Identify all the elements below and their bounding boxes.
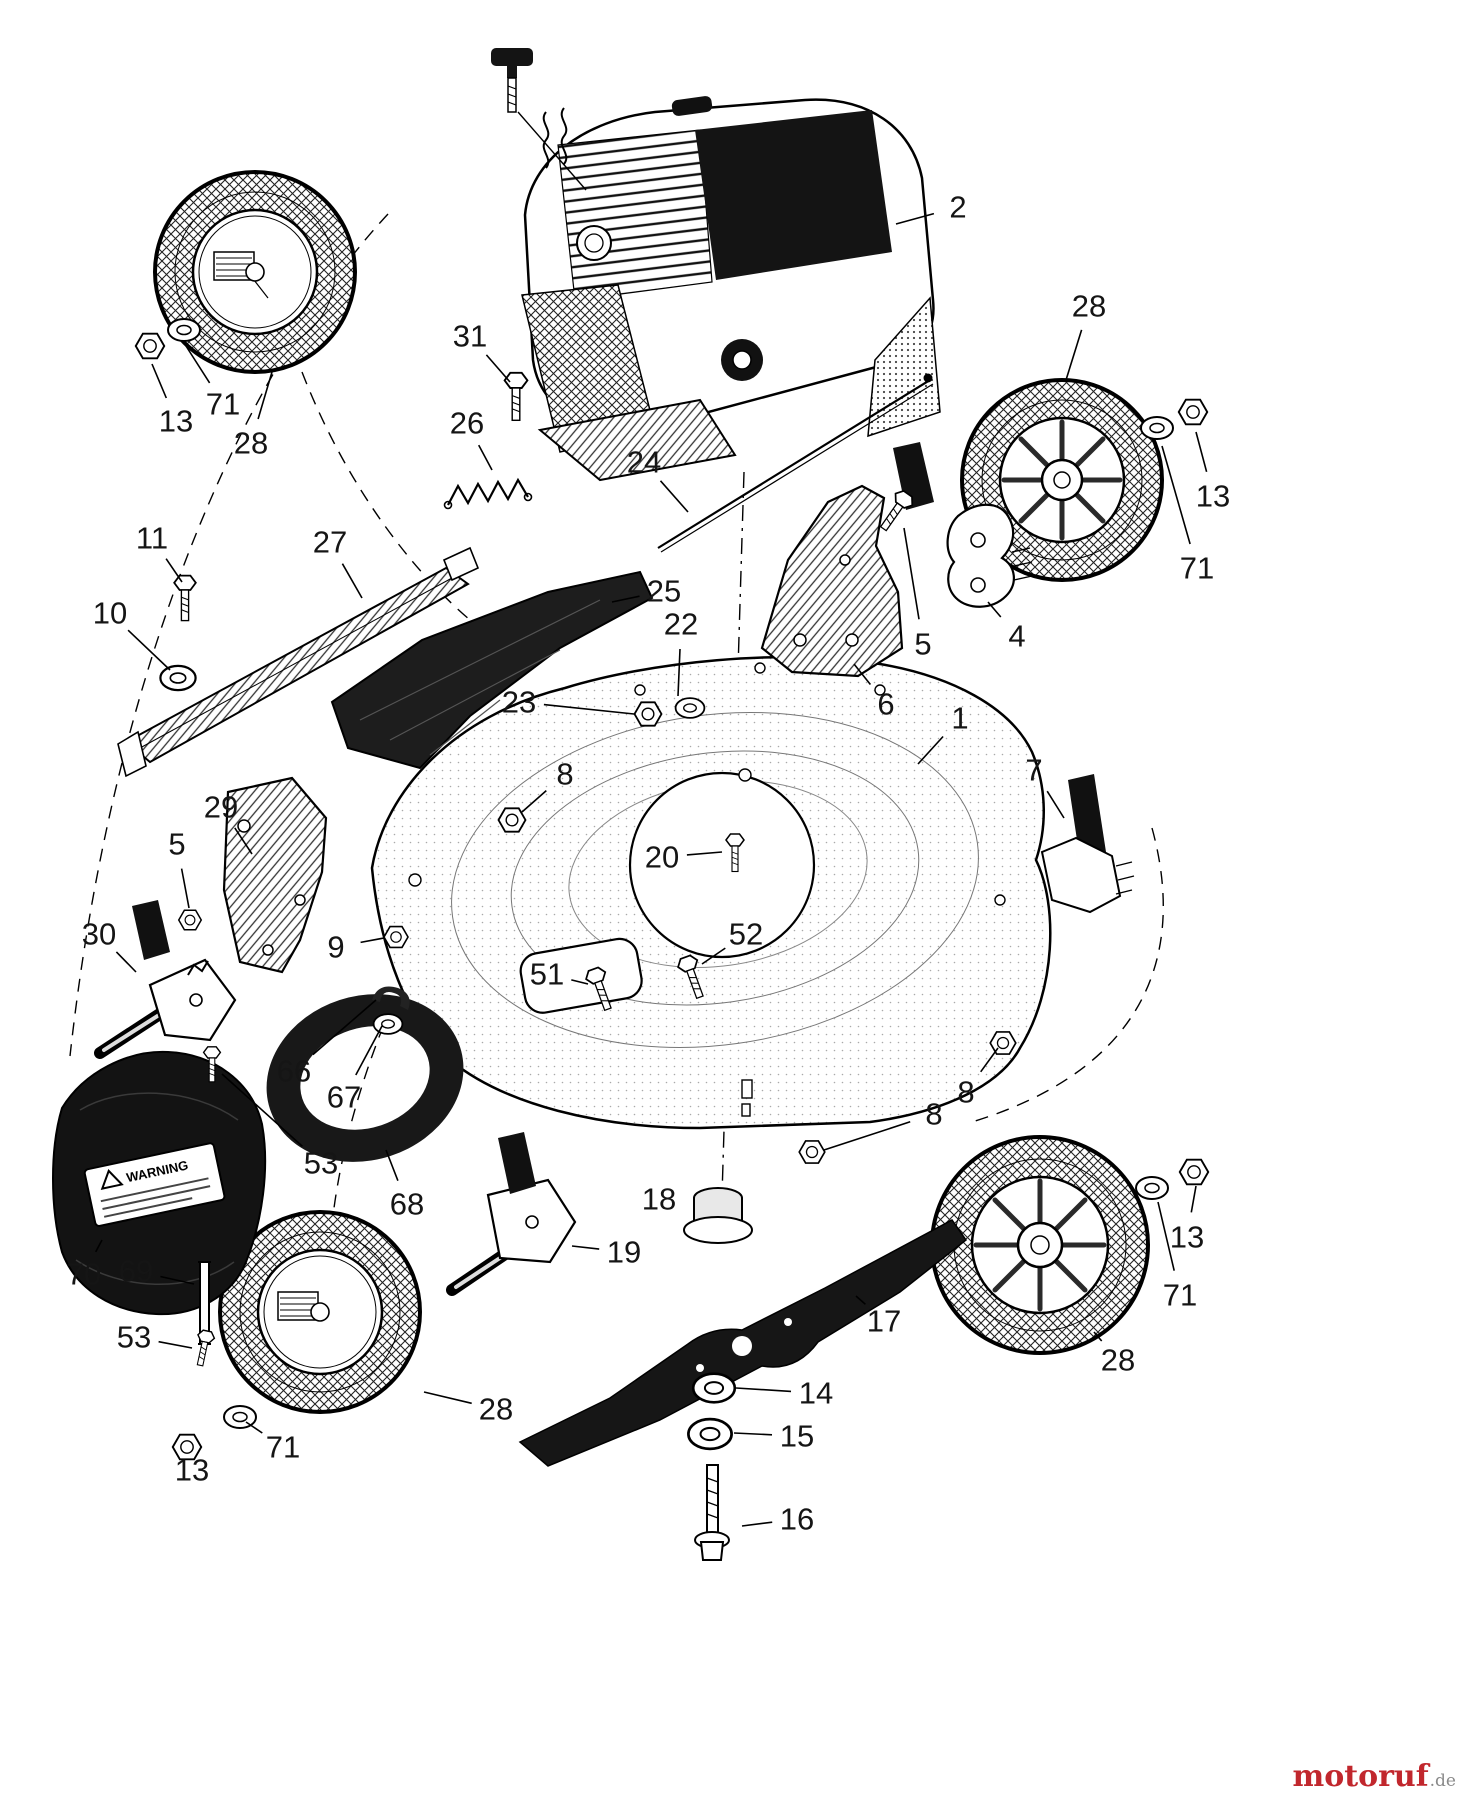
adjuster-bracket bbox=[946, 503, 1033, 608]
leader-line-27 bbox=[341, 563, 363, 599]
leader-line-70 bbox=[94, 1239, 103, 1253]
spring bbox=[443, 477, 533, 510]
leader-line-20 bbox=[686, 851, 723, 856]
leader-line-22 bbox=[677, 648, 681, 697]
mower-deck bbox=[370, 655, 1052, 1130]
leader-line-2 bbox=[895, 212, 935, 225]
warning-label: WARNING bbox=[83, 1142, 226, 1227]
wheel-rear-left bbox=[218, 1210, 422, 1414]
leader-line-53 bbox=[158, 1340, 193, 1349]
leader-line-71 bbox=[1161, 445, 1191, 545]
leader-line-69 bbox=[160, 1275, 195, 1285]
leader-line-53 bbox=[221, 1073, 303, 1147]
leader-line-28 bbox=[1065, 329, 1083, 381]
leader-line-1 bbox=[917, 735, 944, 765]
leader-line-66 bbox=[312, 999, 377, 1056]
leader-line-17 bbox=[855, 1295, 866, 1305]
leader-line-28 bbox=[1093, 1331, 1103, 1342]
leader-line-11 bbox=[165, 558, 183, 583]
leader-line-5 bbox=[903, 527, 920, 620]
leader-line-31 bbox=[485, 354, 511, 383]
height-adjuster-center bbox=[446, 1132, 577, 1296]
leader-line-29 bbox=[234, 827, 253, 855]
leader-line-6 bbox=[853, 663, 872, 685]
side-rail bbox=[117, 546, 480, 778]
control-rod bbox=[657, 373, 934, 553]
leader-line-28 bbox=[257, 371, 273, 420]
leader-line-25 bbox=[611, 595, 640, 603]
lock-clip bbox=[372, 986, 410, 1010]
belt-ring bbox=[266, 994, 464, 1162]
leader-line-13 bbox=[151, 363, 168, 399]
engine-illustration bbox=[491, 48, 941, 482]
leader-line-28 bbox=[423, 1391, 472, 1405]
leader-line-15 bbox=[733, 1432, 773, 1436]
blade-adapter bbox=[683, 1187, 753, 1244]
leader-line-10 bbox=[127, 629, 171, 671]
leader-line-51 bbox=[571, 979, 589, 985]
leader-line-9 bbox=[360, 937, 385, 944]
discharge-cover: WARNING bbox=[52, 1050, 267, 1316]
leader-line-8 bbox=[980, 1047, 999, 1073]
watermark-brand: motoruf bbox=[1292, 1759, 1429, 1794]
leader-line-14 bbox=[735, 1387, 792, 1393]
leader-line-13 bbox=[1195, 431, 1208, 473]
wheel-front-left bbox=[153, 170, 357, 374]
leader-line-19 bbox=[571, 1245, 600, 1250]
leader-line-67 bbox=[355, 1025, 383, 1076]
leader-line-7 bbox=[1046, 790, 1065, 819]
leader-line-23 bbox=[543, 703, 635, 715]
leader-line-5 bbox=[180, 868, 190, 909]
leader-line-71 bbox=[1157, 1201, 1175, 1271]
leader-line-26 bbox=[477, 444, 493, 471]
handle-bracket-left bbox=[222, 776, 328, 974]
wheel-rear-right bbox=[930, 1135, 1150, 1355]
leader-line-68 bbox=[385, 1149, 399, 1181]
leader-line-8 bbox=[521, 789, 547, 813]
leader-line-13 bbox=[1190, 1185, 1197, 1213]
leader-line-24 bbox=[659, 480, 689, 513]
leader-line-52 bbox=[701, 947, 726, 965]
watermark-tld: .de bbox=[1429, 1771, 1456, 1791]
leader-line-71 bbox=[245, 1421, 263, 1434]
handle-bracket-right bbox=[760, 442, 934, 678]
leader-line-16 bbox=[741, 1521, 773, 1527]
watermark-motoruf: motoruf.de bbox=[1292, 1759, 1456, 1794]
deflector-panel bbox=[330, 570, 654, 770]
mower-blade bbox=[518, 1219, 968, 1467]
leader-line-4 bbox=[987, 601, 1002, 618]
blade-bolt bbox=[694, 1464, 730, 1561]
height-adjuster-left bbox=[94, 900, 237, 1059]
leader-line-8 bbox=[823, 1121, 911, 1151]
leader-line-71 bbox=[185, 345, 211, 384]
handle-knob bbox=[1040, 774, 1135, 914]
leader-line-30 bbox=[115, 951, 137, 973]
engine-mount-bolt bbox=[491, 48, 587, 191]
